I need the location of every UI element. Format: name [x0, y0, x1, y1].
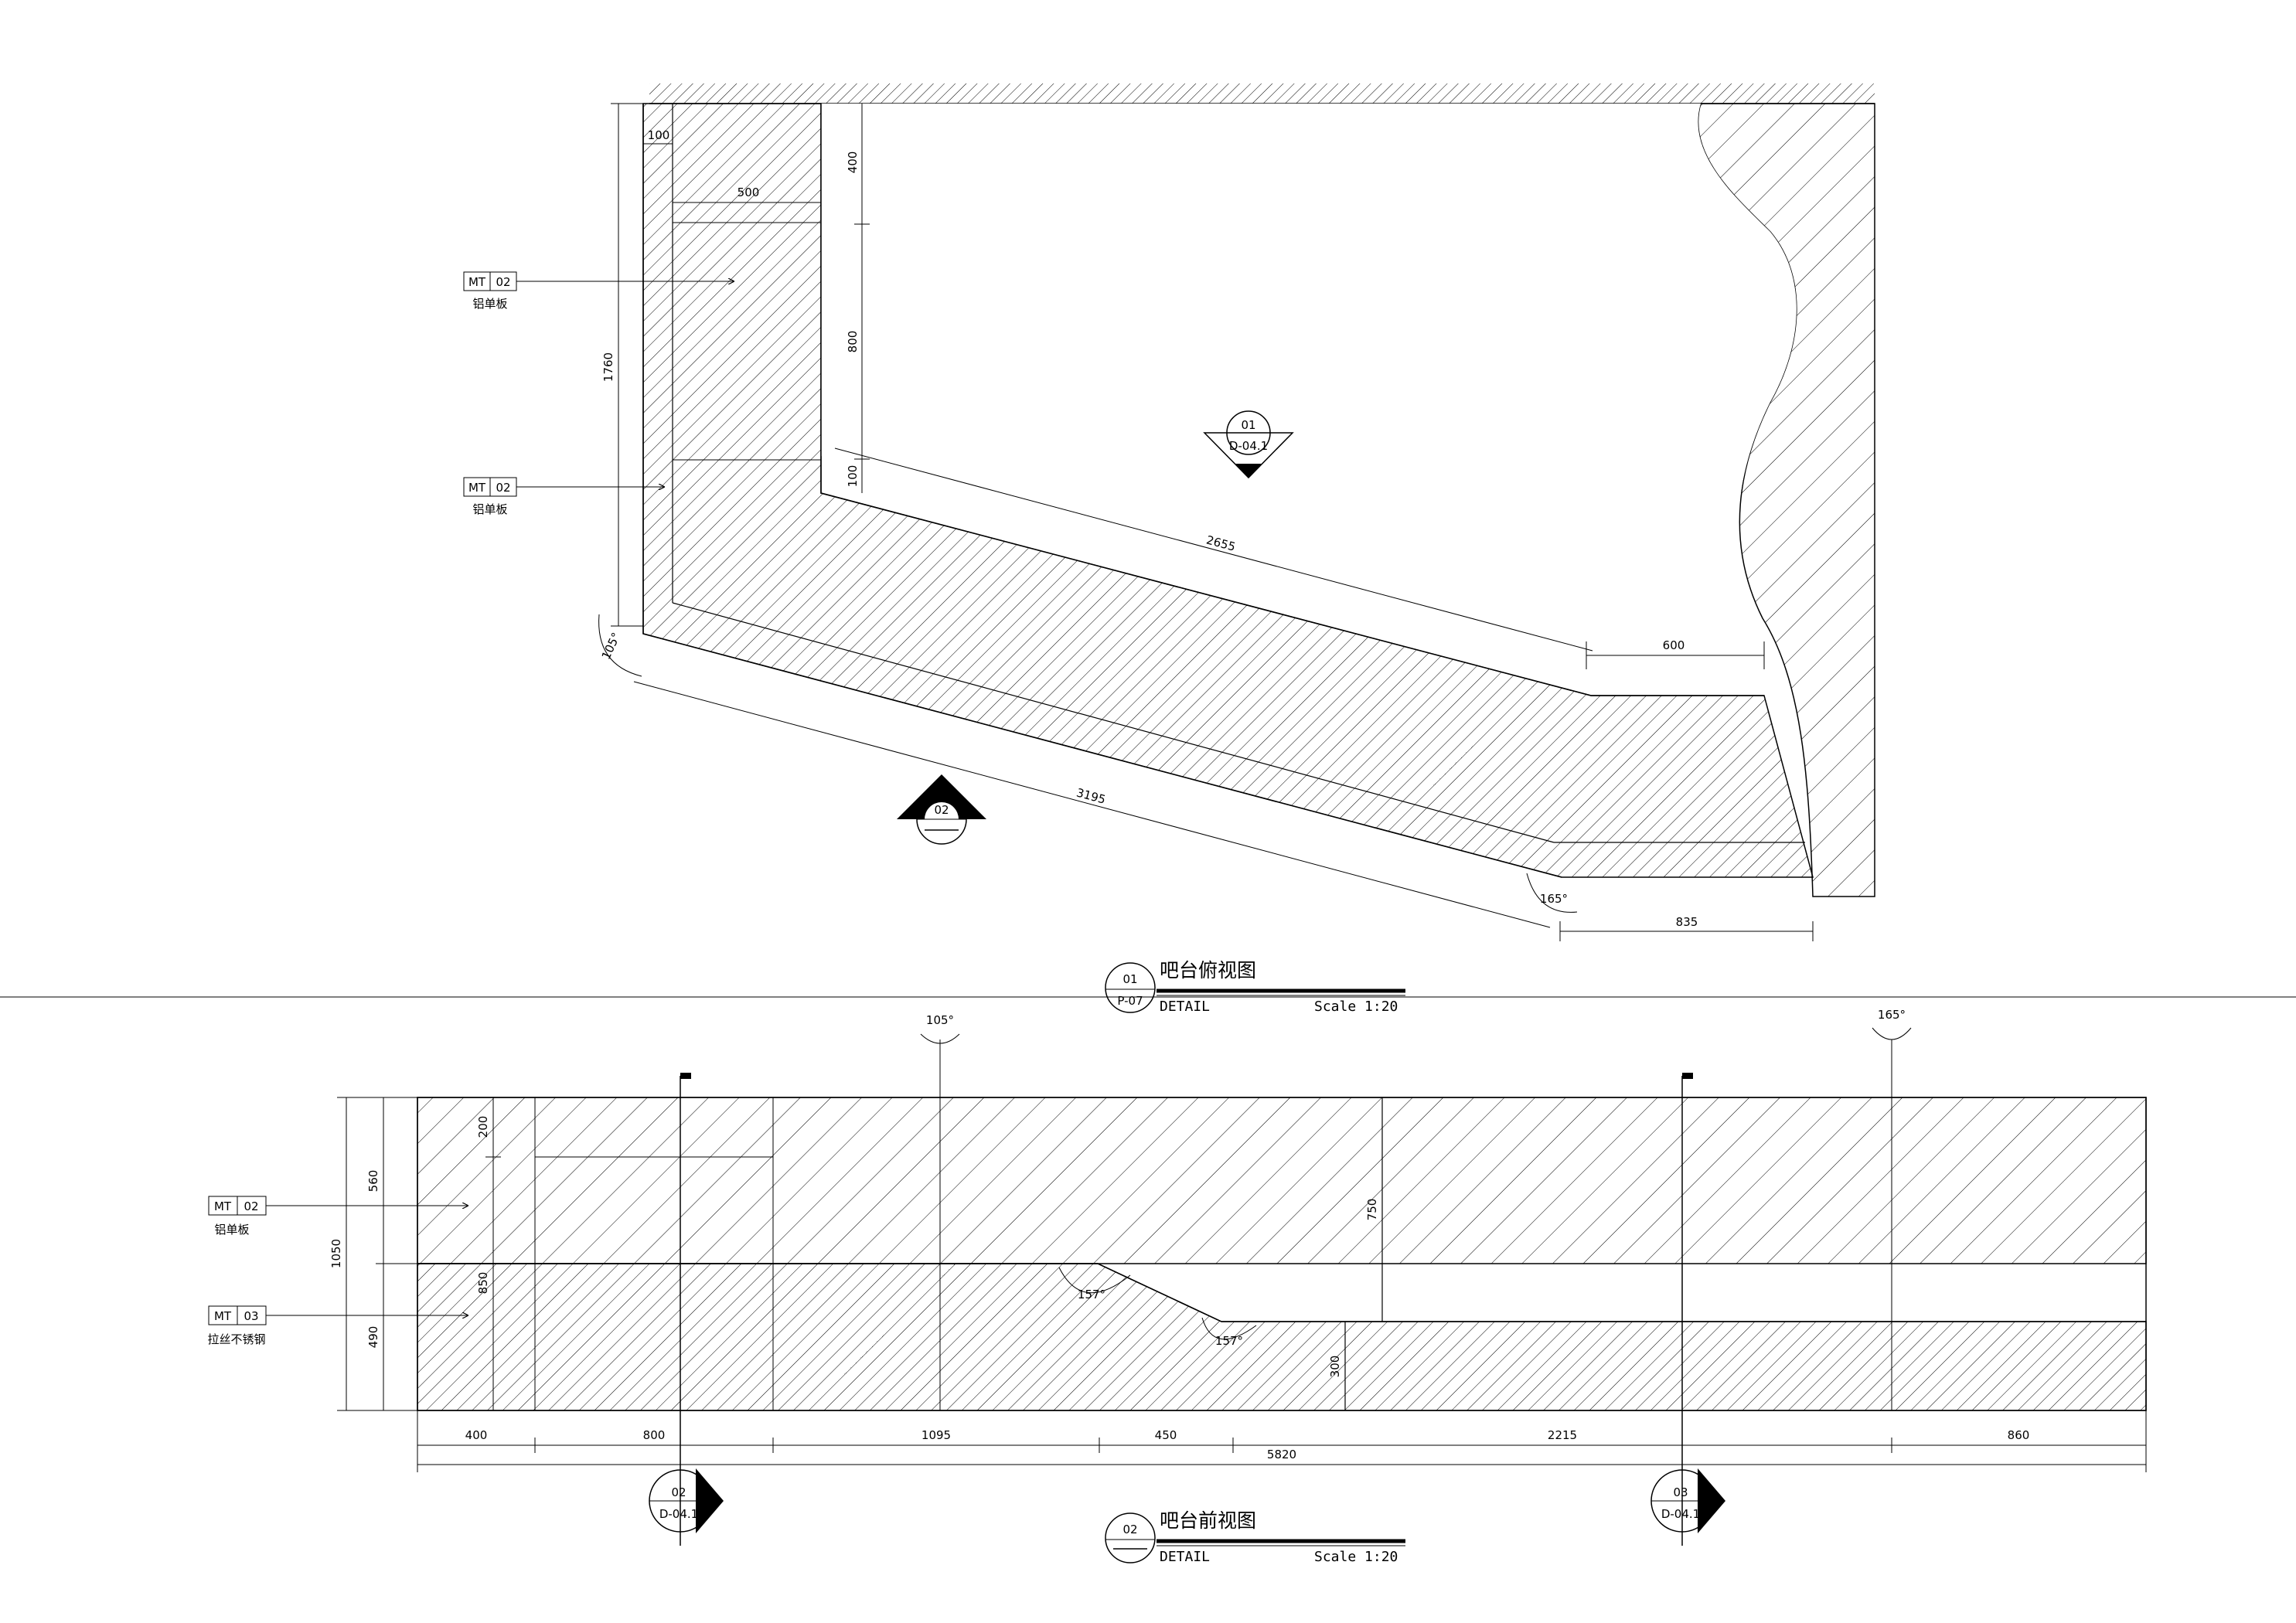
svg-text:200: 200 — [476, 1116, 490, 1138]
svg-text:850: 850 — [476, 1272, 490, 1295]
dim-bottom-front: 400 800 1095 450 2215 860 5820 — [417, 1410, 2147, 1472]
section-line-1 — [680, 1073, 691, 1546]
plan-view-title: 吧台俯视图 — [1160, 959, 1256, 982]
svg-text:DETAIL: DETAIL — [1160, 999, 1210, 1015]
dim-835: 835 — [1559, 915, 1814, 941]
plan-view-title-block: 01 P-07 吧台俯视图 DETAIL Scale 1:20 — [1105, 959, 1405, 1015]
svg-text:100: 100 — [846, 465, 860, 488]
svg-text:450: 450 — [1155, 1428, 1177, 1442]
svg-text:600: 600 — [1663, 638, 1685, 652]
svg-text:02: 02 — [496, 481, 510, 495]
front-view-title: 吧台前视图 — [1160, 1509, 1256, 1532]
material-tag-front-2: MT 03 拉丝不锈钢 — [207, 1305, 468, 1346]
svg-text:157°: 157° — [1215, 1334, 1243, 1348]
plan-view: 1760 100 500 400 800 100 2655 600 — [463, 83, 1875, 1015]
svg-text:D-04.1: D-04.1 — [1229, 439, 1268, 453]
svg-text:D-04.1: D-04.1 — [1661, 1507, 1700, 1521]
bar-interior — [821, 104, 1797, 653]
section-line-2 — [1681, 1073, 1693, 1546]
svg-text:01: 01 — [1122, 972, 1137, 986]
dim-1760: 1760 — [601, 103, 643, 627]
svg-text:157°: 157° — [1078, 1288, 1105, 1301]
svg-text:02: 02 — [1122, 1523, 1137, 1536]
svg-text:105°: 105° — [926, 1013, 954, 1027]
front-upper-panel — [417, 1097, 2147, 1264]
elevation-marker-plan: 02 — [897, 774, 986, 845]
section-marker-plan: 01 D-04.1 — [1203, 410, 1294, 479]
svg-text:3195: 3195 — [1075, 786, 1108, 807]
svg-text:MT: MT — [214, 1199, 232, 1213]
svg-text:560: 560 — [366, 1170, 380, 1193]
svg-text:MT: MT — [468, 275, 486, 289]
dim-500: 500 — [673, 185, 821, 203]
angle-105-plan: 105° — [598, 614, 642, 677]
svg-text:300: 300 — [1328, 1356, 1342, 1378]
svg-text:P-07: P-07 — [1117, 994, 1143, 1008]
material-tag-plan-2: MT 02 铝单板 — [463, 477, 665, 516]
svg-text:02: 02 — [244, 1199, 258, 1213]
dim-vertical-inner: 400 800 100 — [846, 104, 870, 493]
svg-text:铝单板: 铝单板 — [472, 297, 507, 311]
material-tag-front-1: MT 02 铝单板 — [208, 1196, 468, 1237]
svg-text:03: 03 — [1673, 1485, 1688, 1499]
front-view: 105° 165° 157° 157° 750 300 — [207, 1008, 2147, 1565]
svg-text:165°: 165° — [1540, 892, 1568, 906]
angle-165-plan: 165° — [1526, 873, 1578, 913]
svg-text:400: 400 — [846, 151, 860, 174]
svg-text:MT: MT — [468, 481, 486, 495]
svg-text:铝单板: 铝单板 — [214, 1223, 249, 1237]
front-view-title-block: 02 吧台前视图 DETAIL Scale 1:20 — [1105, 1509, 1405, 1565]
svg-text:5820: 5820 — [1267, 1448, 1296, 1461]
svg-text:800: 800 — [643, 1428, 666, 1442]
svg-text:01: 01 — [1241, 418, 1255, 432]
dim-600: 600 — [1586, 638, 1765, 669]
svg-text:拉丝不锈钢: 拉丝不锈钢 — [207, 1332, 265, 1346]
svg-text:860: 860 — [2008, 1428, 2030, 1442]
svg-text:105°: 105° — [599, 631, 624, 662]
angle-157-b: 157° — [1201, 1317, 1257, 1348]
svg-text:2215: 2215 — [1548, 1428, 1577, 1442]
svg-text:D-04.1: D-04.1 — [659, 1507, 698, 1521]
material-tag-plan-1: MT 02 铝单板 — [463, 271, 734, 311]
svg-text:165°: 165° — [1878, 1008, 1906, 1022]
right-wall-hatch — [1697, 103, 1875, 897]
top-wall-band — [649, 83, 1875, 104]
svg-text:835: 835 — [1676, 915, 1698, 929]
section-marker-front-1: 02 D-04.1 — [649, 1468, 724, 1533]
angle-157-a: 157° — [1058, 1267, 1131, 1301]
svg-text:MT: MT — [214, 1309, 232, 1323]
svg-text:750: 750 — [1365, 1199, 1379, 1221]
angle-105-front: 105° — [920, 1013, 960, 1044]
dim-left-front: 1050 560 490 200 850 — [329, 1097, 501, 1411]
svg-text:02: 02 — [671, 1485, 686, 1499]
front-lower-panel — [417, 1263, 2147, 1411]
svg-text:DETAIL: DETAIL — [1160, 1549, 1210, 1565]
svg-text:1050: 1050 — [329, 1239, 343, 1268]
svg-text:490: 490 — [366, 1326, 380, 1349]
svg-text:02: 02 — [496, 275, 510, 289]
svg-text:02: 02 — [934, 803, 949, 817]
svg-text:铝单板: 铝单板 — [472, 502, 507, 516]
section-marker-front-2: 03 D-04.1 — [1650, 1468, 1725, 1533]
svg-text:400: 400 — [465, 1428, 488, 1442]
angle-165-front: 165° — [1872, 1008, 1912, 1040]
dim-750: 750 — [1365, 1199, 1379, 1221]
svg-text:Scale 1:20: Scale 1:20 — [1314, 1549, 1398, 1565]
svg-text:1095: 1095 — [921, 1428, 951, 1442]
svg-text:Scale 1:20: Scale 1:20 — [1314, 999, 1398, 1015]
svg-text:800: 800 — [846, 331, 860, 353]
svg-text:1760: 1760 — [601, 352, 615, 382]
svg-text:100: 100 — [648, 128, 670, 142]
dim-300: 300 — [1328, 1356, 1342, 1378]
svg-text:03: 03 — [244, 1309, 258, 1323]
svg-text:500: 500 — [738, 185, 760, 199]
dim-100-top: 100 — [643, 128, 673, 145]
